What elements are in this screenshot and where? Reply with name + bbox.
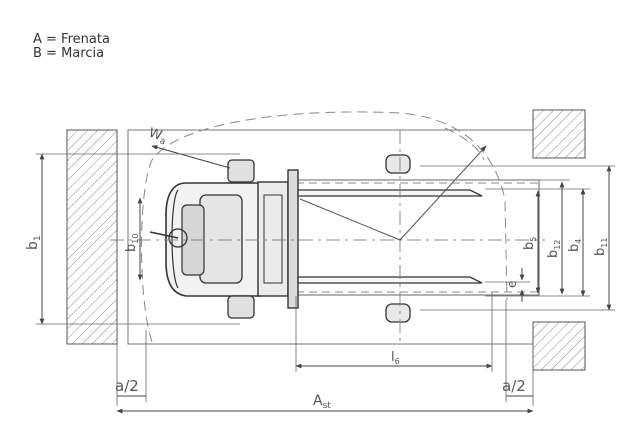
label-l6: l6 [391,350,400,366]
mast-detail [263,194,283,284]
label-b12: b12 [546,240,562,258]
steering-wheel [168,228,188,248]
support-wheel-top [385,154,411,174]
radius-line [399,145,487,241]
drive-wheel-top [227,159,255,183]
aisle-outline [127,129,533,345]
fork-top [297,189,483,197]
truck-cabin [199,194,243,284]
label-a2-left: a/2 [115,377,139,395]
left-wall-hatch [66,129,118,345]
steering-arm [149,231,179,239]
label-b10: b10 [124,234,140,252]
right-rack-bottom-hatch [532,321,586,371]
label-b11: b11 [593,238,609,256]
truck-counterweight [171,189,179,289]
label-b1: b1 [25,235,43,250]
drive-wheel-bottom [227,295,255,319]
wa-dimension-line [151,145,231,169]
label-b5: b5 [522,237,538,250]
label-b4: b4 [567,239,583,252]
pivot-line [299,198,401,241]
turning-arc-outer [444,127,485,161]
mast-frame [257,181,289,297]
legend-travel: B = Marcia [33,46,105,61]
right-rack-top-hatch [532,109,586,159]
fork-carriage [287,169,299,309]
label-wa: Wa [146,126,169,148]
fork-bottom [297,276,483,284]
label-a2-right: a/2 [502,377,526,395]
label-ast: Ast [313,393,331,411]
support-wheel-bottom [385,303,411,323]
forklift-truck [149,159,299,319]
label-e: e [505,281,519,288]
legend-braking: A = Frenata [33,32,110,47]
